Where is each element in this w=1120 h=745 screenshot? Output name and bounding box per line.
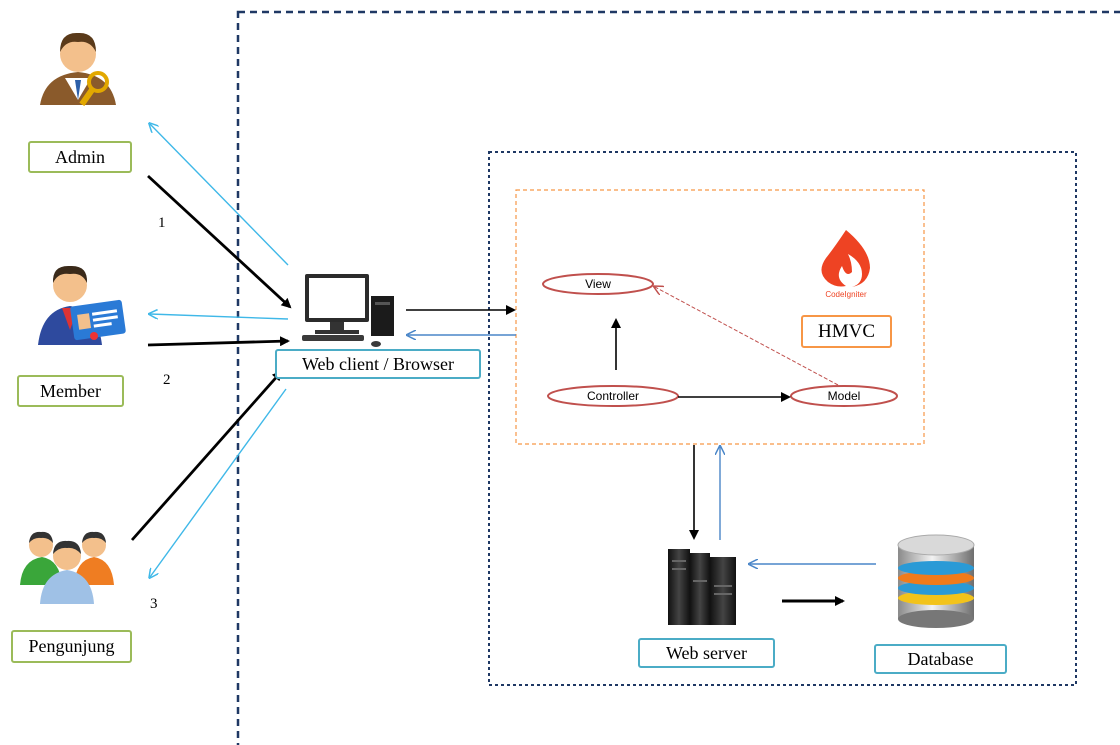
server-boundary <box>488 151 1077 686</box>
web-server-icon <box>668 549 736 625</box>
model-ellipse <box>790 385 898 407</box>
admin-request-arrow <box>147 174 292 309</box>
controller-label: Controller <box>586 389 640 403</box>
controller-ellipse <box>547 385 679 407</box>
member-response-arrow <box>150 314 289 320</box>
member-icon <box>38 265 126 345</box>
database-icon <box>897 534 975 628</box>
database-label: Database <box>874 644 1007 674</box>
view-ellipse <box>542 273 654 295</box>
admin-icon <box>40 32 116 107</box>
view-label: View <box>585 277 611 291</box>
step-3-label: 3 <box>150 596 158 612</box>
member-request-arrow <box>147 336 290 347</box>
admin-label: Admin <box>28 141 132 173</box>
hmvc-boundary <box>515 189 925 445</box>
model-label: Model <box>827 389 861 403</box>
step-2-label: 2 <box>163 372 171 388</box>
admin-response-arrow <box>150 124 289 266</box>
pengunjung-request-arrow <box>130 370 283 541</box>
web-client-label: Web client / Browser <box>275 349 481 379</box>
computer-icon <box>302 274 394 347</box>
step-1-label: 1 <box>158 215 166 231</box>
codeigniter-logo-text: CodeIgniter <box>825 290 867 299</box>
hmvc-label: HMVC <box>801 315 892 348</box>
web-server-label: Web server <box>638 638 775 668</box>
model-to-view-arrow <box>655 287 839 386</box>
pengunjung-icon <box>20 531 114 604</box>
pengunjung-label: Pengunjung <box>11 630 132 663</box>
system-boundary <box>236 10 1120 745</box>
codeigniter-logo-icon <box>821 230 870 287</box>
member-label: Member <box>17 375 124 407</box>
pengunjung-response-arrow <box>150 388 287 577</box>
